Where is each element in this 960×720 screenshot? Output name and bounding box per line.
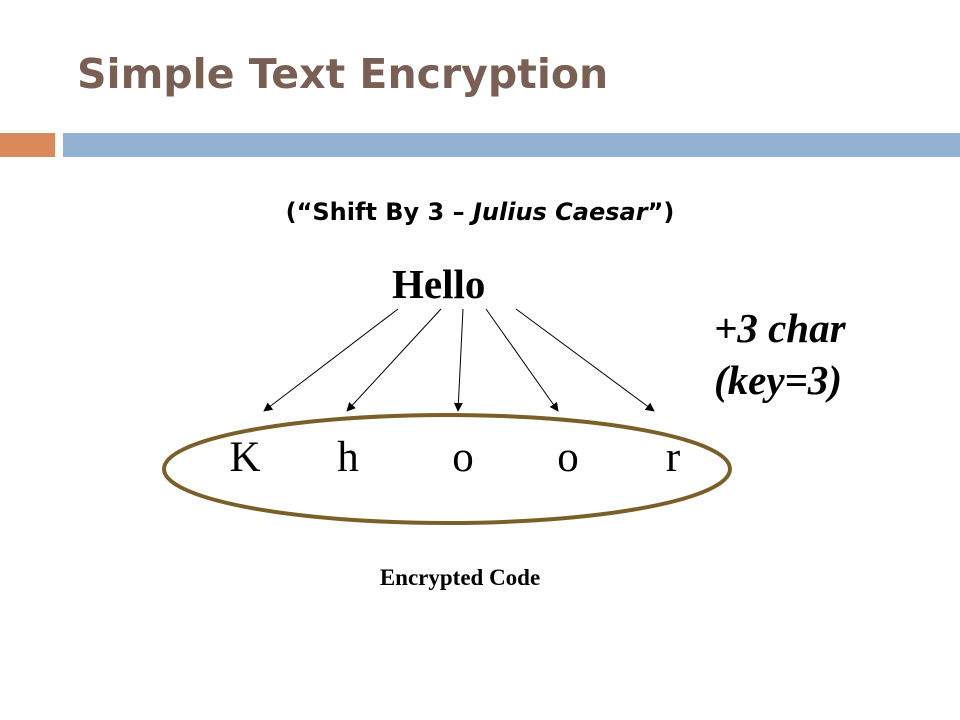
cipher-ellipse: [162, 413, 732, 525]
accent-bar-right: [63, 133, 960, 157]
arrow-3: [453, 308, 464, 412]
cipher-letter: r: [665, 434, 681, 481]
arrow-1: [263, 308, 399, 412]
shift-key-line-1: +3 char: [714, 305, 846, 351]
arrow-5: [515, 308, 655, 412]
cipher-letter: K: [229, 434, 261, 481]
cipher-letter: o: [557, 434, 579, 481]
subtitle: (“Shift By 3 – Julius Caesar”): [0, 192, 960, 232]
slide-title: Simple Text Encryption: [77, 50, 609, 98]
encrypted-code-caption: Encrypted Code: [379, 565, 541, 590]
subtitle-name: Julius Caesar: [472, 198, 648, 226]
subtitle-open: (“Shift By 3 –: [285, 198, 473, 226]
arrow-2: [346, 308, 442, 412]
shift-key-label: +3 char (key=3): [714, 302, 846, 406]
subtitle-close: ”): [647, 198, 675, 226]
accent-bar-left: [0, 133, 55, 157]
shift-key-line-2: (key=3): [714, 357, 843, 403]
cipher-letter: o: [452, 434, 474, 481]
arrow-4: [485, 308, 559, 412]
cipher-letter: h: [337, 434, 359, 481]
plaintext-word: Hello: [392, 261, 486, 307]
